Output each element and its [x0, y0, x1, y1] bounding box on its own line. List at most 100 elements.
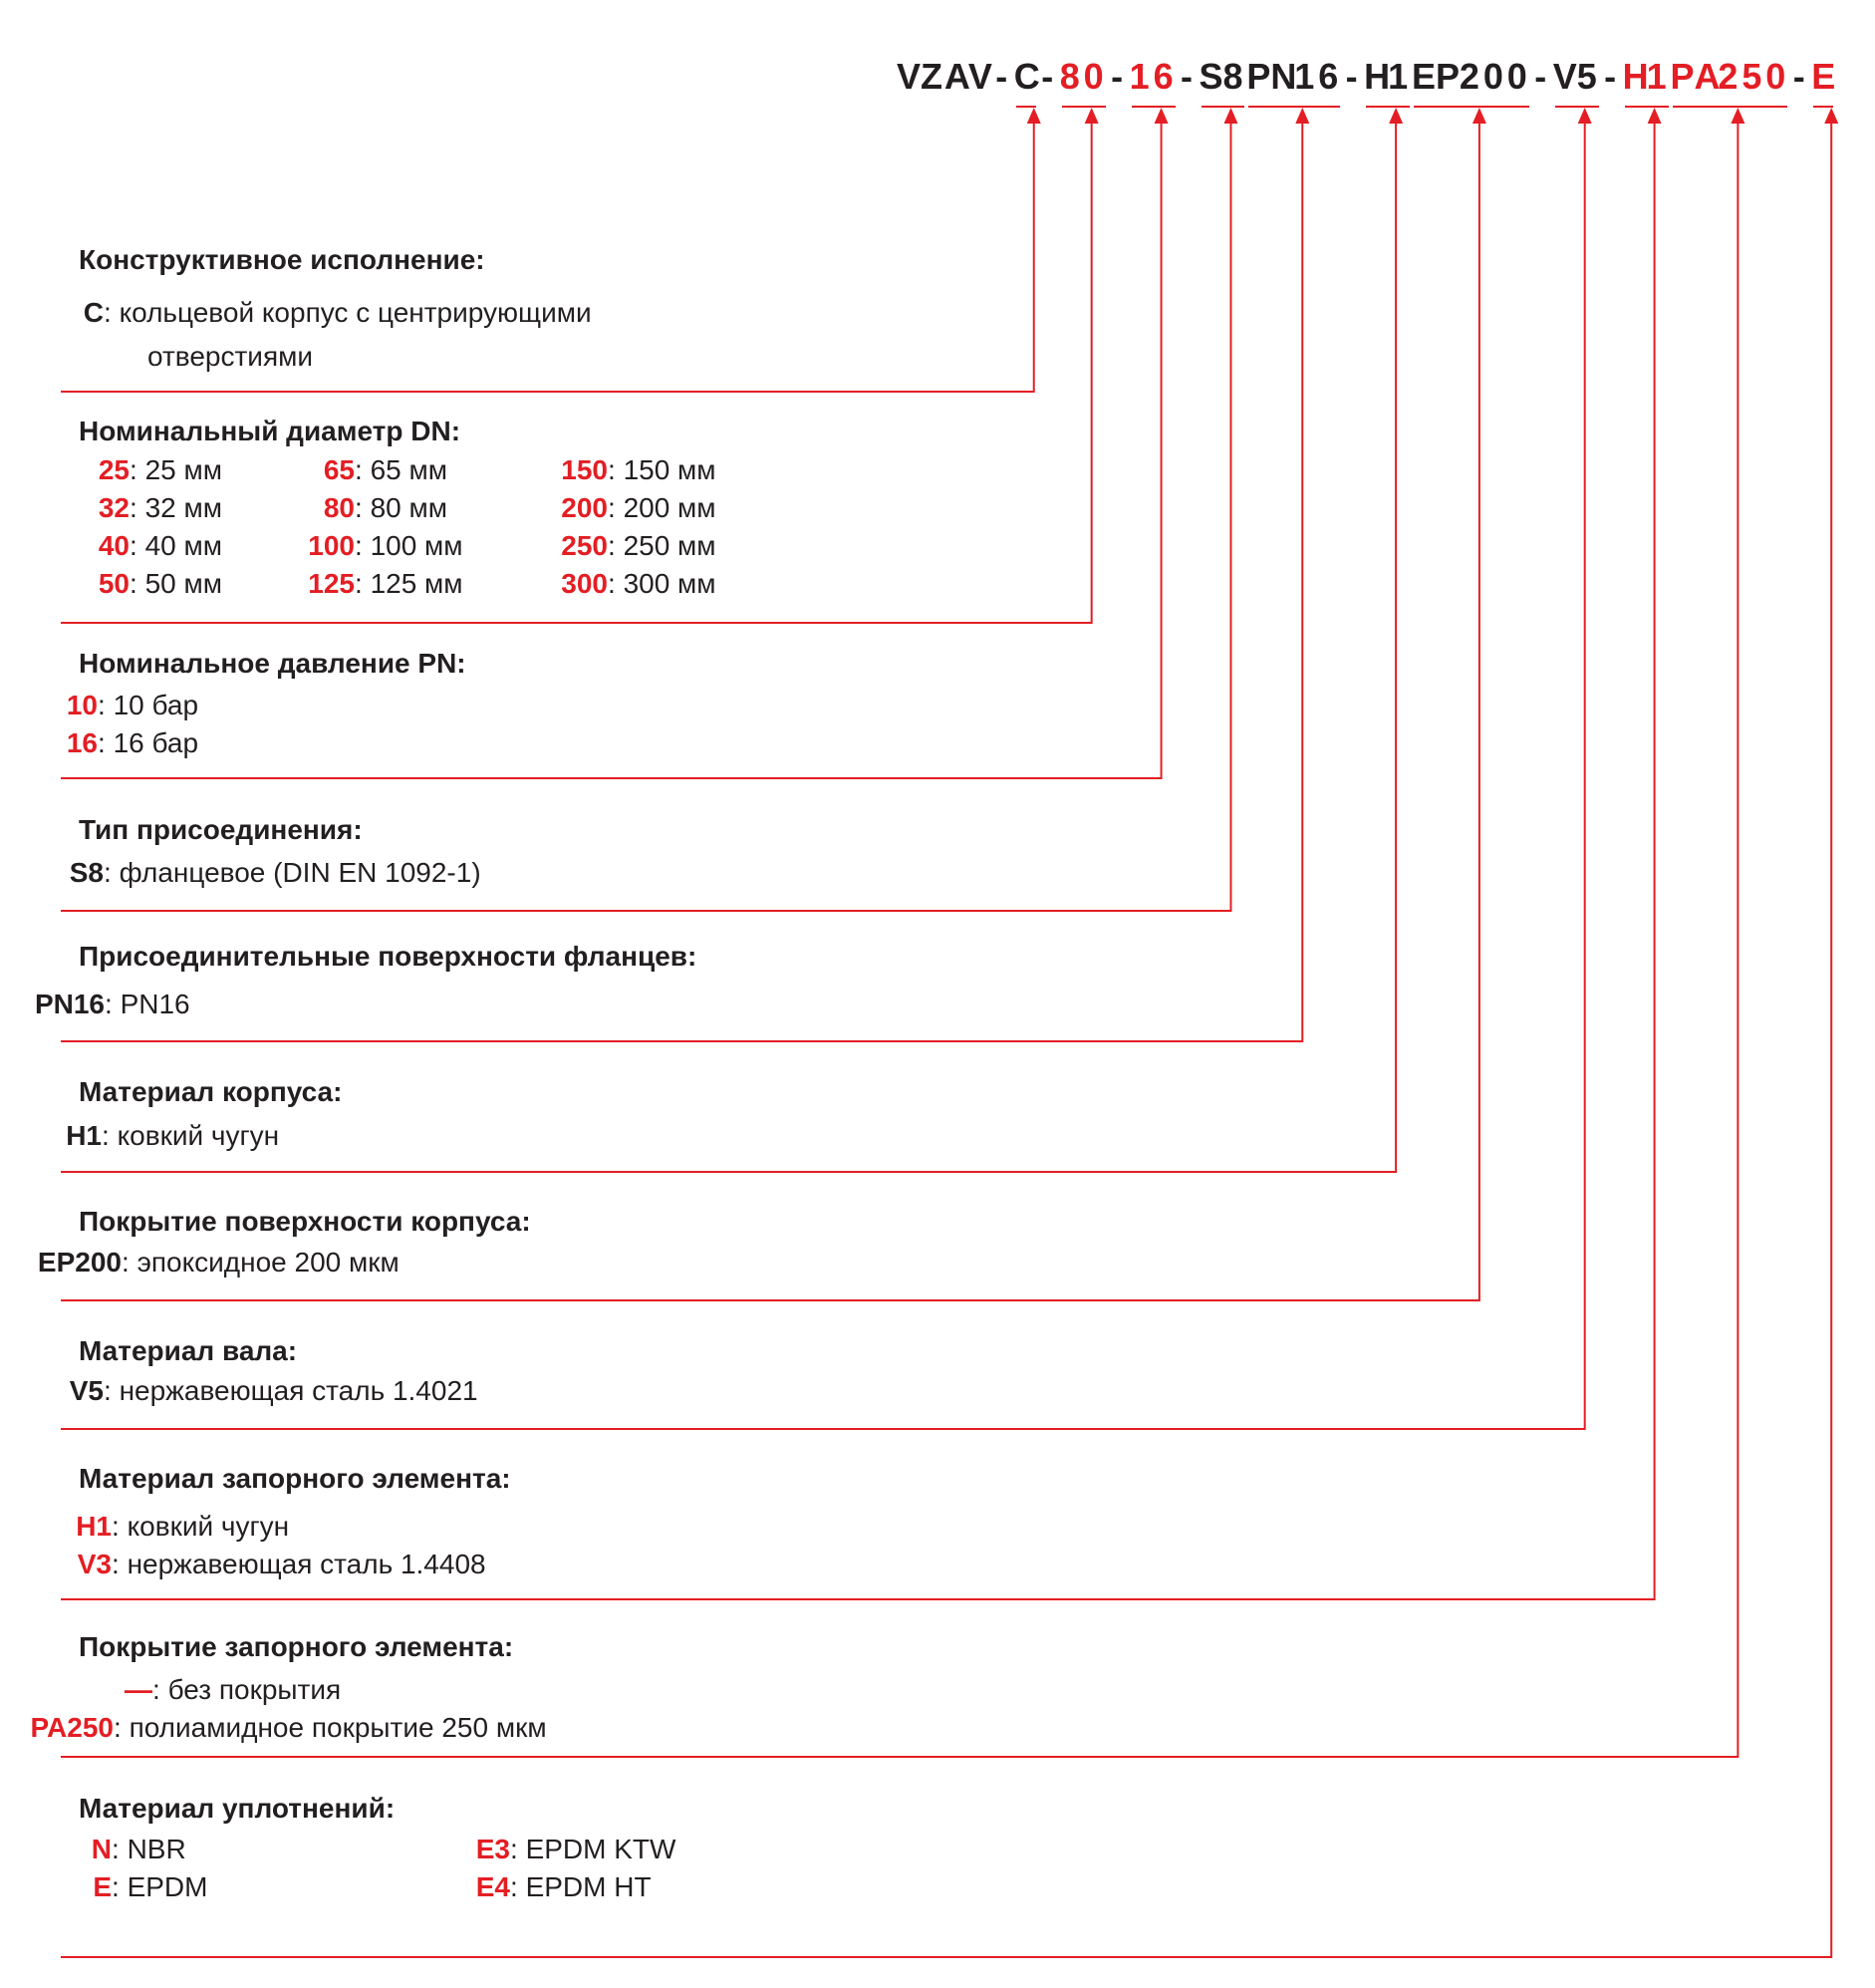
option-code: N: [91, 1834, 112, 1864]
section-title: Покрытие поверхности корпуса:: [79, 1206, 531, 1237]
option-description: 50 мм: [144, 568, 222, 599]
code-char: E: [1811, 56, 1836, 97]
option-code: 25: [98, 454, 130, 485]
code-option: V3: нержавеющая сталь 1.4408: [78, 1549, 486, 1580]
code-segment-underline: [1672, 106, 1788, 108]
code-char: V: [967, 56, 992, 97]
option-description: NBR: [127, 1834, 186, 1864]
code-char: 2: [1459, 56, 1479, 97]
connector-line: [61, 120, 1304, 1042]
section-title: Материал запорного элемента:: [79, 1463, 511, 1494]
code-char: A: [943, 56, 970, 97]
code-char: -: [1345, 56, 1358, 97]
option-description: ковкий чугун: [127, 1511, 290, 1542]
code-char: 1: [1294, 56, 1315, 97]
code-option: E: EPDM: [93, 1871, 207, 1903]
option-code: H1: [76, 1511, 112, 1542]
option-separator: :: [104, 297, 120, 328]
code-option: E3: EPDM KTW: [476, 1834, 676, 1865]
code-segment-underline: [1624, 106, 1669, 108]
arrow-up-icon: [1223, 108, 1238, 124]
code-option: 50: 50 мм: [99, 568, 222, 600]
option-separator: :: [112, 1871, 128, 1902]
option-code: S8: [69, 857, 104, 888]
option-description: кольцевой корпус с центрирующими: [119, 297, 592, 328]
option-description: ковкий чугун: [117, 1120, 280, 1151]
option-description: EPDM: [127, 1871, 208, 1902]
code-option: 250: 250 мм: [561, 530, 715, 562]
section-title: Номинальный диаметр DN:: [79, 416, 461, 446]
code-option: C: кольцевой корпус с центрирующими: [84, 297, 592, 329]
code-option: 16: 16 бар: [67, 727, 198, 759]
option-description: PN16: [120, 989, 190, 1019]
code-char: -: [1604, 56, 1617, 97]
code-segment-underline: [1248, 106, 1341, 108]
code-option: N: NBR: [92, 1834, 186, 1865]
option-code: 40: [98, 530, 130, 561]
connector-line: [61, 120, 1232, 912]
option-code: 125: [308, 568, 355, 599]
option-description: 200 мм: [623, 492, 716, 523]
connector-line: [61, 120, 1035, 393]
code-char: 5: [1741, 56, 1762, 97]
code-segment-underline: [1201, 106, 1245, 108]
option-description: эпоксидное 200 мкм: [136, 1247, 400, 1278]
code-char: -: [995, 56, 1008, 97]
code-option: 40: 40 мм: [99, 530, 222, 562]
option-separator: :: [98, 690, 114, 720]
option-description: без покрытия: [167, 1674, 342, 1705]
option-description: 80 мм: [370, 492, 447, 523]
option-description: 40 мм: [144, 530, 222, 561]
option-code: H1: [66, 1120, 102, 1151]
code-segment-underline: [1366, 106, 1411, 108]
code-char: S: [1199, 56, 1223, 97]
code-segment-underline: [1131, 106, 1176, 108]
option-description: 10 бар: [113, 690, 199, 720]
section-title: Материал уплотнений:: [79, 1793, 396, 1824]
option-code: 250: [561, 530, 608, 561]
option-code: PA250: [30, 1712, 114, 1743]
code-option: H1: ковкий чугун: [66, 1120, 279, 1152]
arrow-up-icon: [1154, 108, 1169, 124]
code-option: PA250: полиамидное покрытие 250 мкм: [30, 1712, 546, 1744]
connector-line: [61, 120, 1093, 624]
code-segment-underline: [1061, 106, 1106, 108]
code-option: EP200: эпоксидное 200 мкм: [38, 1247, 400, 1278]
code-option: отверстиями: [147, 341, 313, 373]
option-code: V5: [69, 1375, 104, 1406]
code-char: N: [1270, 56, 1297, 97]
code-option: 10: 10 бар: [67, 690, 198, 721]
option-separator: :: [608, 454, 624, 485]
code-char: 1: [1129, 56, 1150, 97]
option-description: 150 мм: [623, 454, 716, 485]
option-description: 32 мм: [144, 492, 222, 523]
code-option: V5: нержавеющая сталь 1.4021: [70, 1375, 478, 1407]
code-char: 0: [1506, 56, 1527, 97]
option-code: 200: [561, 492, 608, 523]
code-char: -: [1534, 56, 1547, 97]
option-separator: :: [608, 530, 624, 561]
option-separator: :: [130, 454, 145, 485]
option-separator: :: [510, 1871, 526, 1902]
code-option: 150: 150 мм: [561, 454, 715, 486]
section-title: Номинальное давление PN:: [79, 648, 466, 679]
option-separator: :: [112, 1549, 128, 1579]
option-separator: :: [122, 1247, 137, 1278]
option-description: полиамидное покрытие 250 мкм: [129, 1712, 547, 1743]
option-description: 25 мм: [144, 454, 222, 485]
code-option: 25: 25 мм: [99, 454, 222, 486]
arrow-up-icon: [1824, 108, 1839, 124]
arrow-up-icon: [1389, 108, 1404, 124]
option-separator: :: [355, 530, 371, 561]
option-code: 80: [323, 492, 355, 523]
code-option: 100: 100 мм: [308, 530, 462, 562]
code-segment-underline: [1015, 106, 1036, 108]
code-char: 0: [1083, 56, 1104, 97]
connector-line: [61, 120, 1398, 1173]
code-char: H: [1364, 56, 1391, 97]
code-char: 6: [1318, 56, 1339, 97]
code-option: S8: фланцевое (DIN EN 1092-1): [70, 857, 481, 889]
option-separator: :: [130, 568, 145, 599]
option-separator: :: [104, 1375, 120, 1406]
